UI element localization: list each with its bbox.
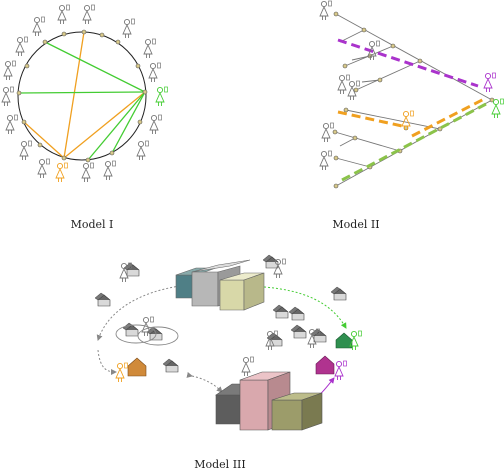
magenta-house-icon — [315, 355, 335, 375]
model-1-nodes — [16, 29, 148, 163]
model-2-tree — [334, 13, 493, 187]
model-3-bottom-buildings — [215, 371, 323, 431]
model-2-purple-path — [337, 38, 479, 88]
caption-model-3: Model III — [194, 458, 246, 471]
model-3-loop-right — [137, 326, 179, 346]
model-2-orange-person-icon — [401, 110, 414, 131]
model-1-green-links — [18, 41, 146, 161]
orange-house-icon — [127, 357, 147, 377]
green-house-icon — [335, 332, 353, 349]
model-3-top-buildings — [175, 259, 265, 311]
model-1-ring — [17, 31, 147, 161]
model-2-orange-path — [337, 96, 487, 138]
caption-model-2: Model II — [332, 218, 380, 231]
model-2-people — [319, 0, 380, 171]
model-3-flow-arrows — [96, 283, 347, 405]
model-2-purple-person-icon — [483, 72, 496, 93]
model-2-nodes — [332, 11, 495, 189]
model-1-green-person-icon — [155, 86, 168, 107]
model-1-orange-person-icon — [55, 162, 68, 183]
model-3-orange-person-icon — [115, 362, 128, 383]
model-1-diagram — [1, 4, 168, 183]
caption-model-1: Model I — [70, 218, 114, 231]
model-3-colored-houses — [127, 332, 353, 377]
model-3-loop-left — [115, 324, 157, 344]
model-3-diagram — [94, 254, 362, 431]
model-3-purple-person-icon — [334, 360, 347, 381]
model-1-orange-links — [23, 31, 146, 159]
model-2-diagram — [319, 0, 504, 189]
model-2-green-person-icon — [491, 98, 504, 119]
